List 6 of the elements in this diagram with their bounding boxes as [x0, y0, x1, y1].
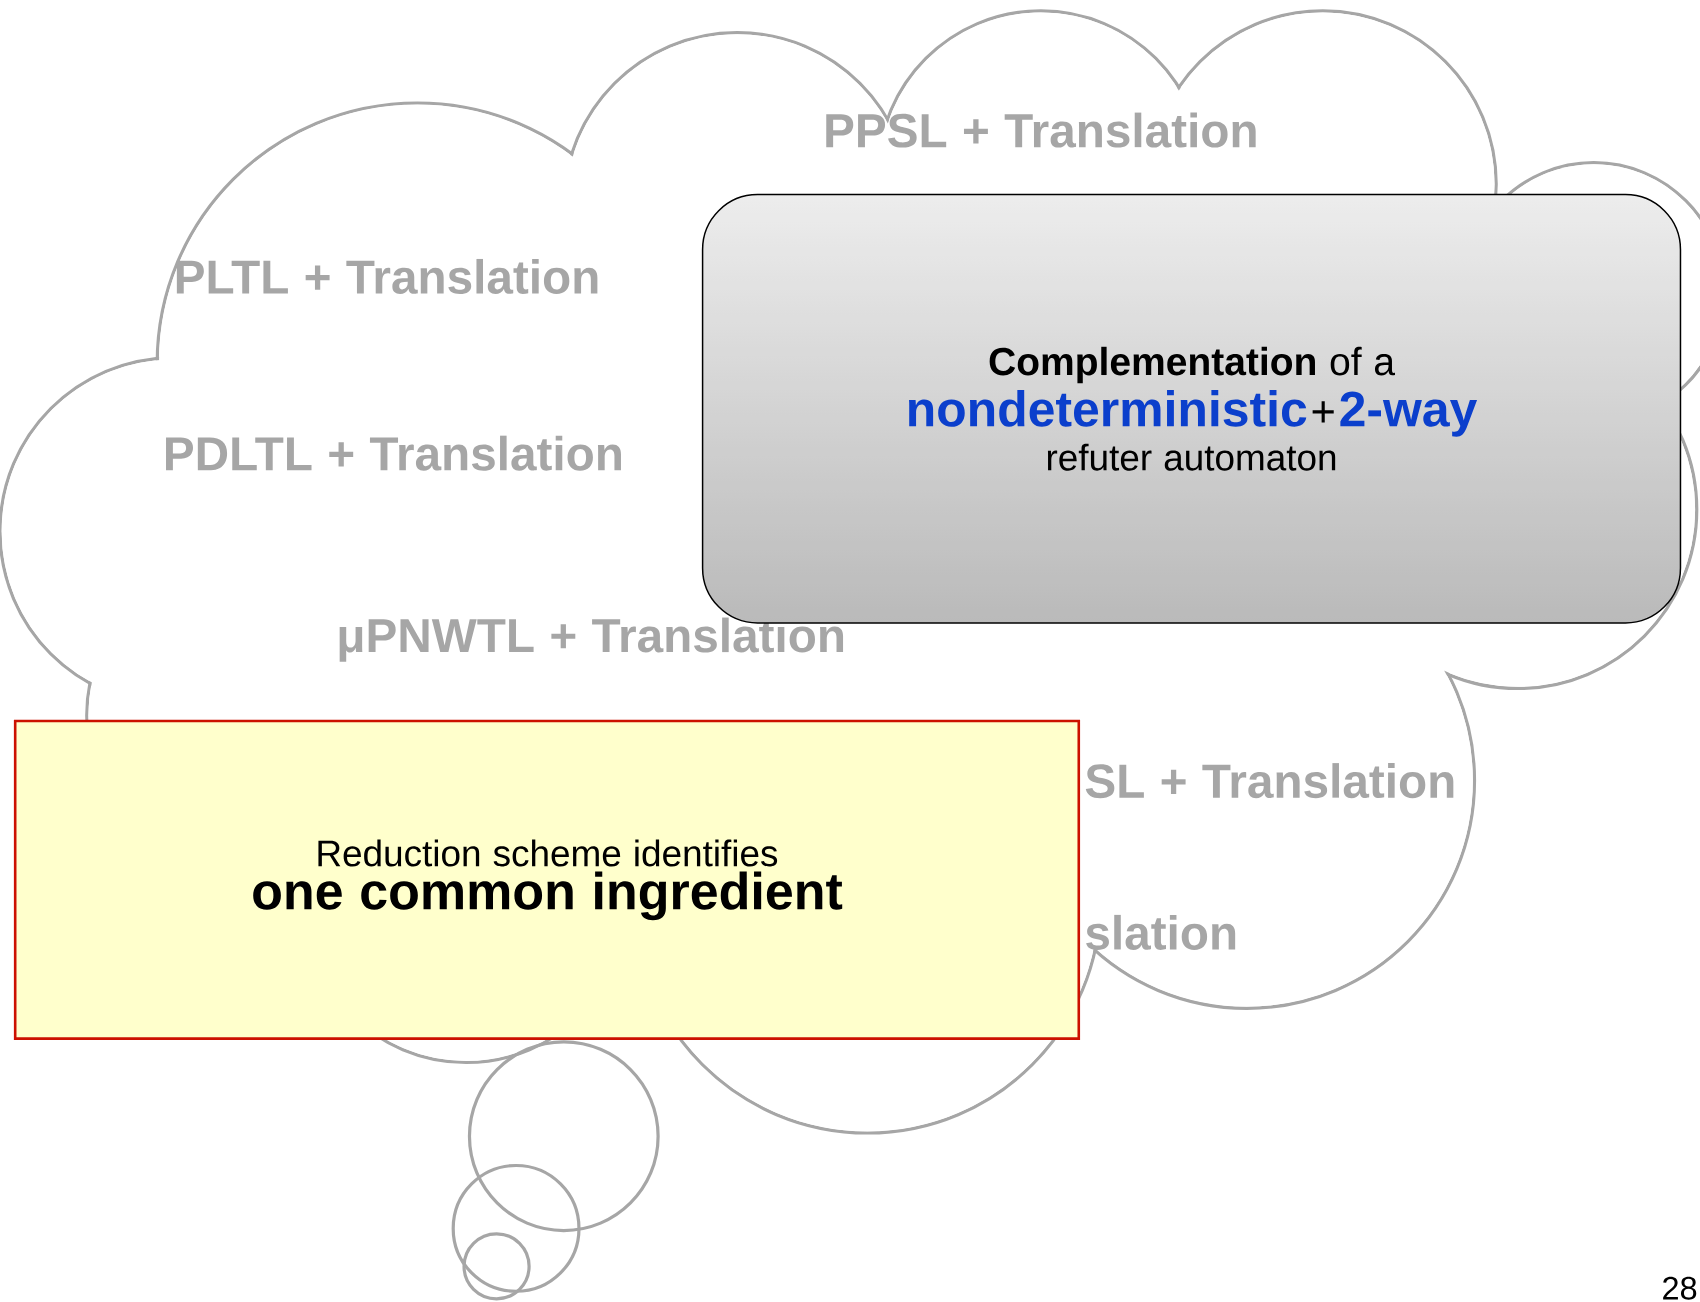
cloud-text: slation [1086, 914, 1236, 950]
cloud-text: SL + Translation [1085, 763, 1454, 799]
page-number: 28 [1663, 1276, 1697, 1300]
cloud-text: PPSL + Translation [826, 112, 1256, 148]
cloud-text: PLTL + Translation [176, 258, 598, 294]
cloud-text: PDLTL + Translation [166, 435, 621, 471]
